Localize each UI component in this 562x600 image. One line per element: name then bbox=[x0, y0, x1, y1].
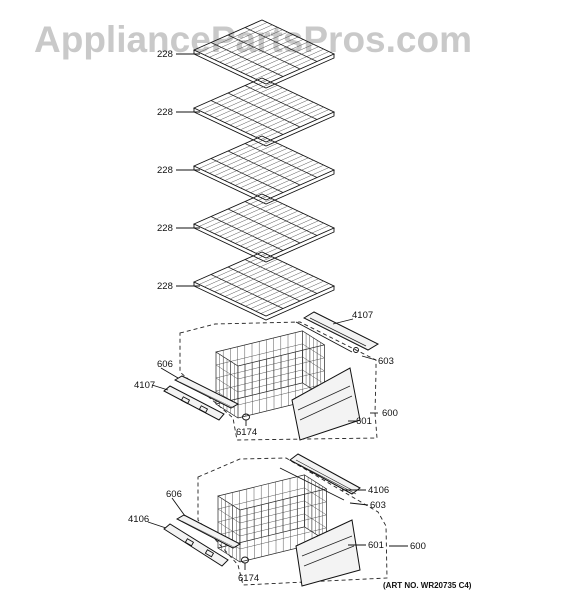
glass-shelf-2: 228 bbox=[157, 77, 336, 147]
shelf-cross-wire bbox=[244, 27, 318, 62]
label-upper-rail-right: 4107 bbox=[352, 310, 373, 321]
shelf-cross-wire bbox=[210, 42, 284, 77]
shelf-cross-wire bbox=[244, 85, 318, 120]
label-lower-front: 601 bbox=[368, 540, 384, 551]
lower-drawer-front bbox=[295, 519, 361, 587]
lower-wire-basket bbox=[217, 474, 328, 563]
shelf-cross-wire bbox=[244, 143, 318, 178]
label-shelf-1: 228 bbox=[157, 49, 173, 60]
label-upper-stop: 6174 bbox=[236, 427, 257, 438]
label-upper-rail-left: 4107 bbox=[134, 380, 155, 391]
shelf-edge bbox=[193, 224, 335, 263]
shelf-cross-wire bbox=[210, 216, 284, 251]
label-upper-front: 601 bbox=[356, 416, 372, 427]
shelf-cross-wire bbox=[210, 274, 284, 309]
lower-slide-left bbox=[175, 514, 242, 549]
glass-shelf-1: 228 bbox=[157, 19, 336, 89]
lower-stop-part bbox=[241, 556, 249, 570]
label-shelf-5: 228 bbox=[157, 281, 173, 292]
shelf-cross-wire bbox=[227, 150, 301, 186]
upper-stop-part bbox=[242, 413, 250, 426]
glass-shelf-3: 228 bbox=[157, 135, 336, 205]
art-number: (ART NO. WR20735 C4) bbox=[383, 581, 472, 590]
glass-shelf-4: 228 bbox=[157, 193, 336, 263]
label-lower-slide: 606 bbox=[166, 489, 182, 500]
label-shelf-3: 228 bbox=[157, 165, 173, 176]
label-lower-stop: 6174 bbox=[238, 573, 259, 584]
shelf-edge bbox=[193, 50, 335, 89]
shelf-cross-wire bbox=[227, 208, 301, 244]
label-shelf-2: 228 bbox=[157, 107, 173, 118]
label-lower-assembly: 600 bbox=[410, 541, 426, 552]
label-lower-rail-left: 4106 bbox=[128, 514, 149, 525]
callouts: 4107 603 606 4107 600 601 6174 4106 603 … bbox=[128, 310, 426, 584]
watermark-text: AppliancePartsPros.com bbox=[34, 19, 472, 60]
shelf-stack: 228 228 228 228 228 bbox=[157, 19, 336, 321]
lower-assembly-outline bbox=[197, 457, 388, 586]
lower-drawer-assembly bbox=[163, 453, 388, 587]
upper-wire-basket bbox=[215, 330, 326, 419]
shelf-cross-wire bbox=[210, 158, 284, 193]
shelf-edge bbox=[193, 108, 335, 147]
shelf-cross-wire bbox=[227, 266, 301, 302]
shelf-cross-wire bbox=[227, 34, 301, 70]
shelf-edge bbox=[193, 282, 335, 321]
upper-rail-left bbox=[163, 385, 225, 421]
label-lower-rail-right: 4106 bbox=[368, 485, 389, 496]
label-lower-cover: 603 bbox=[370, 500, 386, 511]
label-upper-assembly: 600 bbox=[382, 408, 398, 419]
lower-rail-right bbox=[279, 453, 361, 501]
shelf-cross-wire bbox=[227, 92, 301, 128]
upper-slide-left bbox=[173, 375, 240, 409]
shelf-cross-wire bbox=[210, 100, 284, 135]
upper-drawer-assembly bbox=[163, 311, 380, 441]
upper-drawer-front bbox=[291, 367, 361, 441]
shelf-cross-wire bbox=[244, 259, 318, 294]
upper-rail-right bbox=[295, 311, 380, 353]
label-upper-cover: 603 bbox=[378, 356, 394, 367]
label-shelf-4: 228 bbox=[157, 223, 173, 234]
shelf-edge bbox=[193, 166, 335, 205]
glass-shelf-5: 228 bbox=[157, 251, 336, 321]
label-upper-slide: 606 bbox=[157, 359, 173, 370]
lower-rail-left bbox=[163, 523, 229, 567]
shelf-cross-wire bbox=[244, 201, 318, 236]
